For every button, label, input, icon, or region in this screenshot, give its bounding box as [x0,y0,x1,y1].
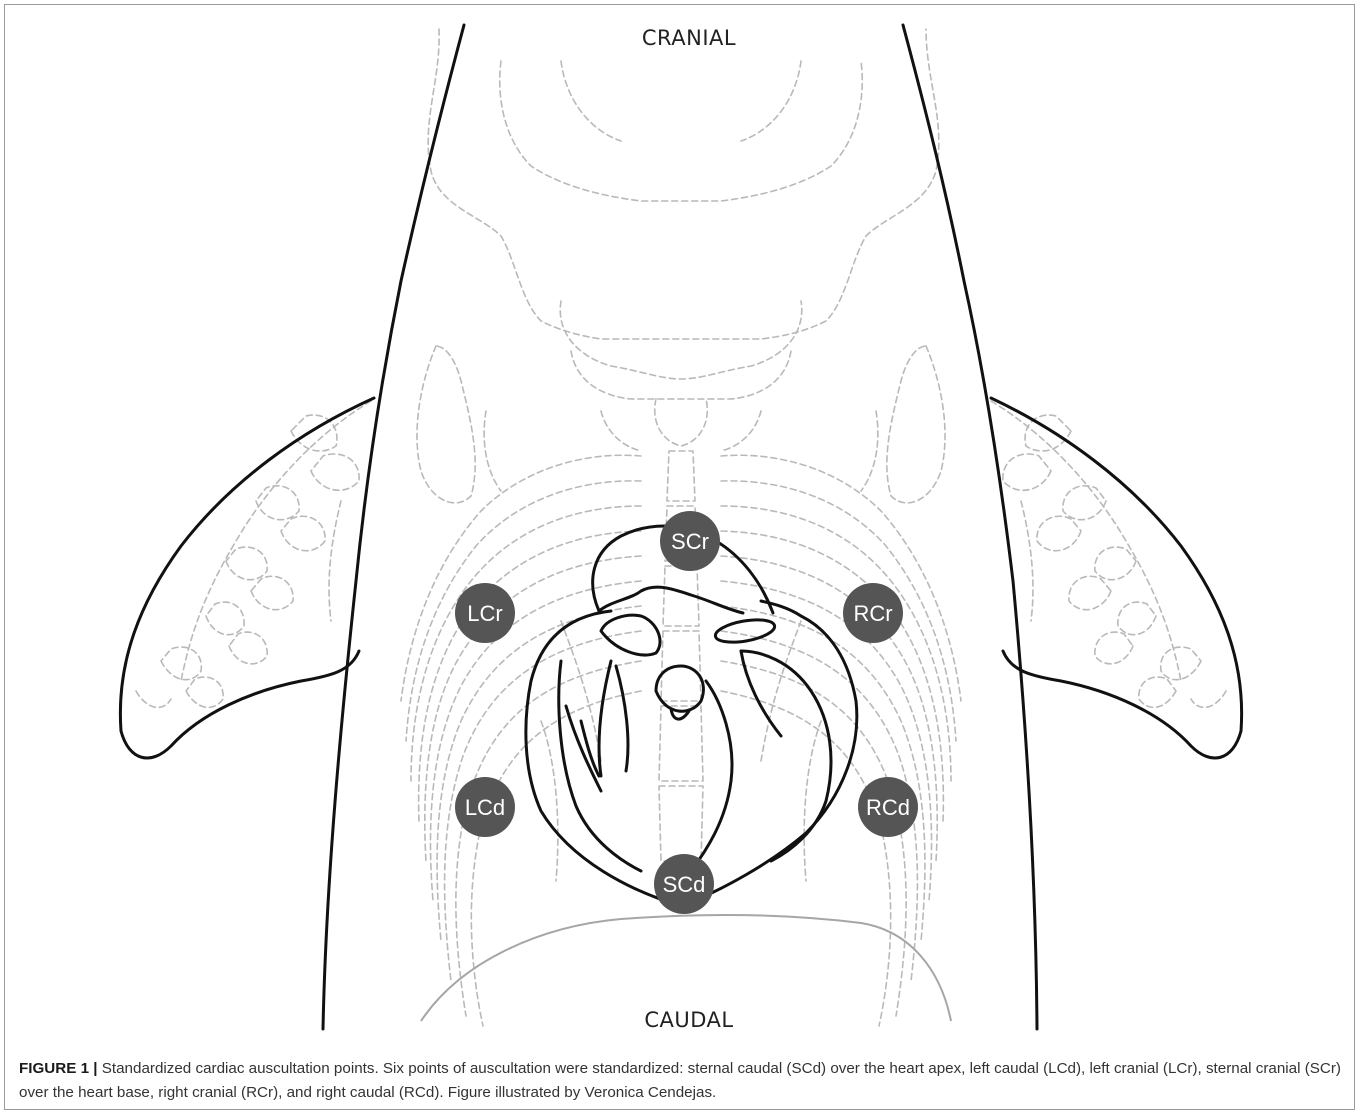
auscultation-point-scd: SCd [654,854,714,914]
auscultation-point-label: RCd [866,795,910,820]
auscultation-diagram: CRANIAL CAUDAL SCr LCr RCr LCd RCd SCd [5,5,1355,1050]
figure-label: FIGURE 1 | [19,1060,98,1077]
auscultation-point-label: SCd [663,872,706,897]
figure-caption: FIGURE 1 | Standardized cardiac ausculta… [19,1057,1344,1105]
right-flipper [991,398,1242,758]
auscultation-point-label: RCr [853,601,892,626]
auscultation-point-label: LCd [465,795,505,820]
caption-text: Standardized cardiac auscultation points… [19,1060,1341,1101]
diaphragm-line [421,915,951,1021]
auscultation-point-label: SCr [671,529,709,554]
orientation-bottom-label: CAUDAL [644,1008,733,1032]
auscultation-point-rcr: RCr [843,583,903,643]
auscultation-point-lcr: LCr [455,583,515,643]
auscultation-point-lcd: LCd [455,777,515,837]
heart-outline [526,526,857,906]
auscultation-point-scr: SCr [660,511,720,571]
left-flipper [120,398,374,758]
figure-frame: CRANIAL CAUDAL SCr LCr RCr LCd RCd SCd F… [4,4,1355,1110]
orientation-top-label: CRANIAL [642,26,736,50]
auscultation-point-label: LCr [467,601,502,626]
auscultation-point-rcd: RCd [858,777,918,837]
